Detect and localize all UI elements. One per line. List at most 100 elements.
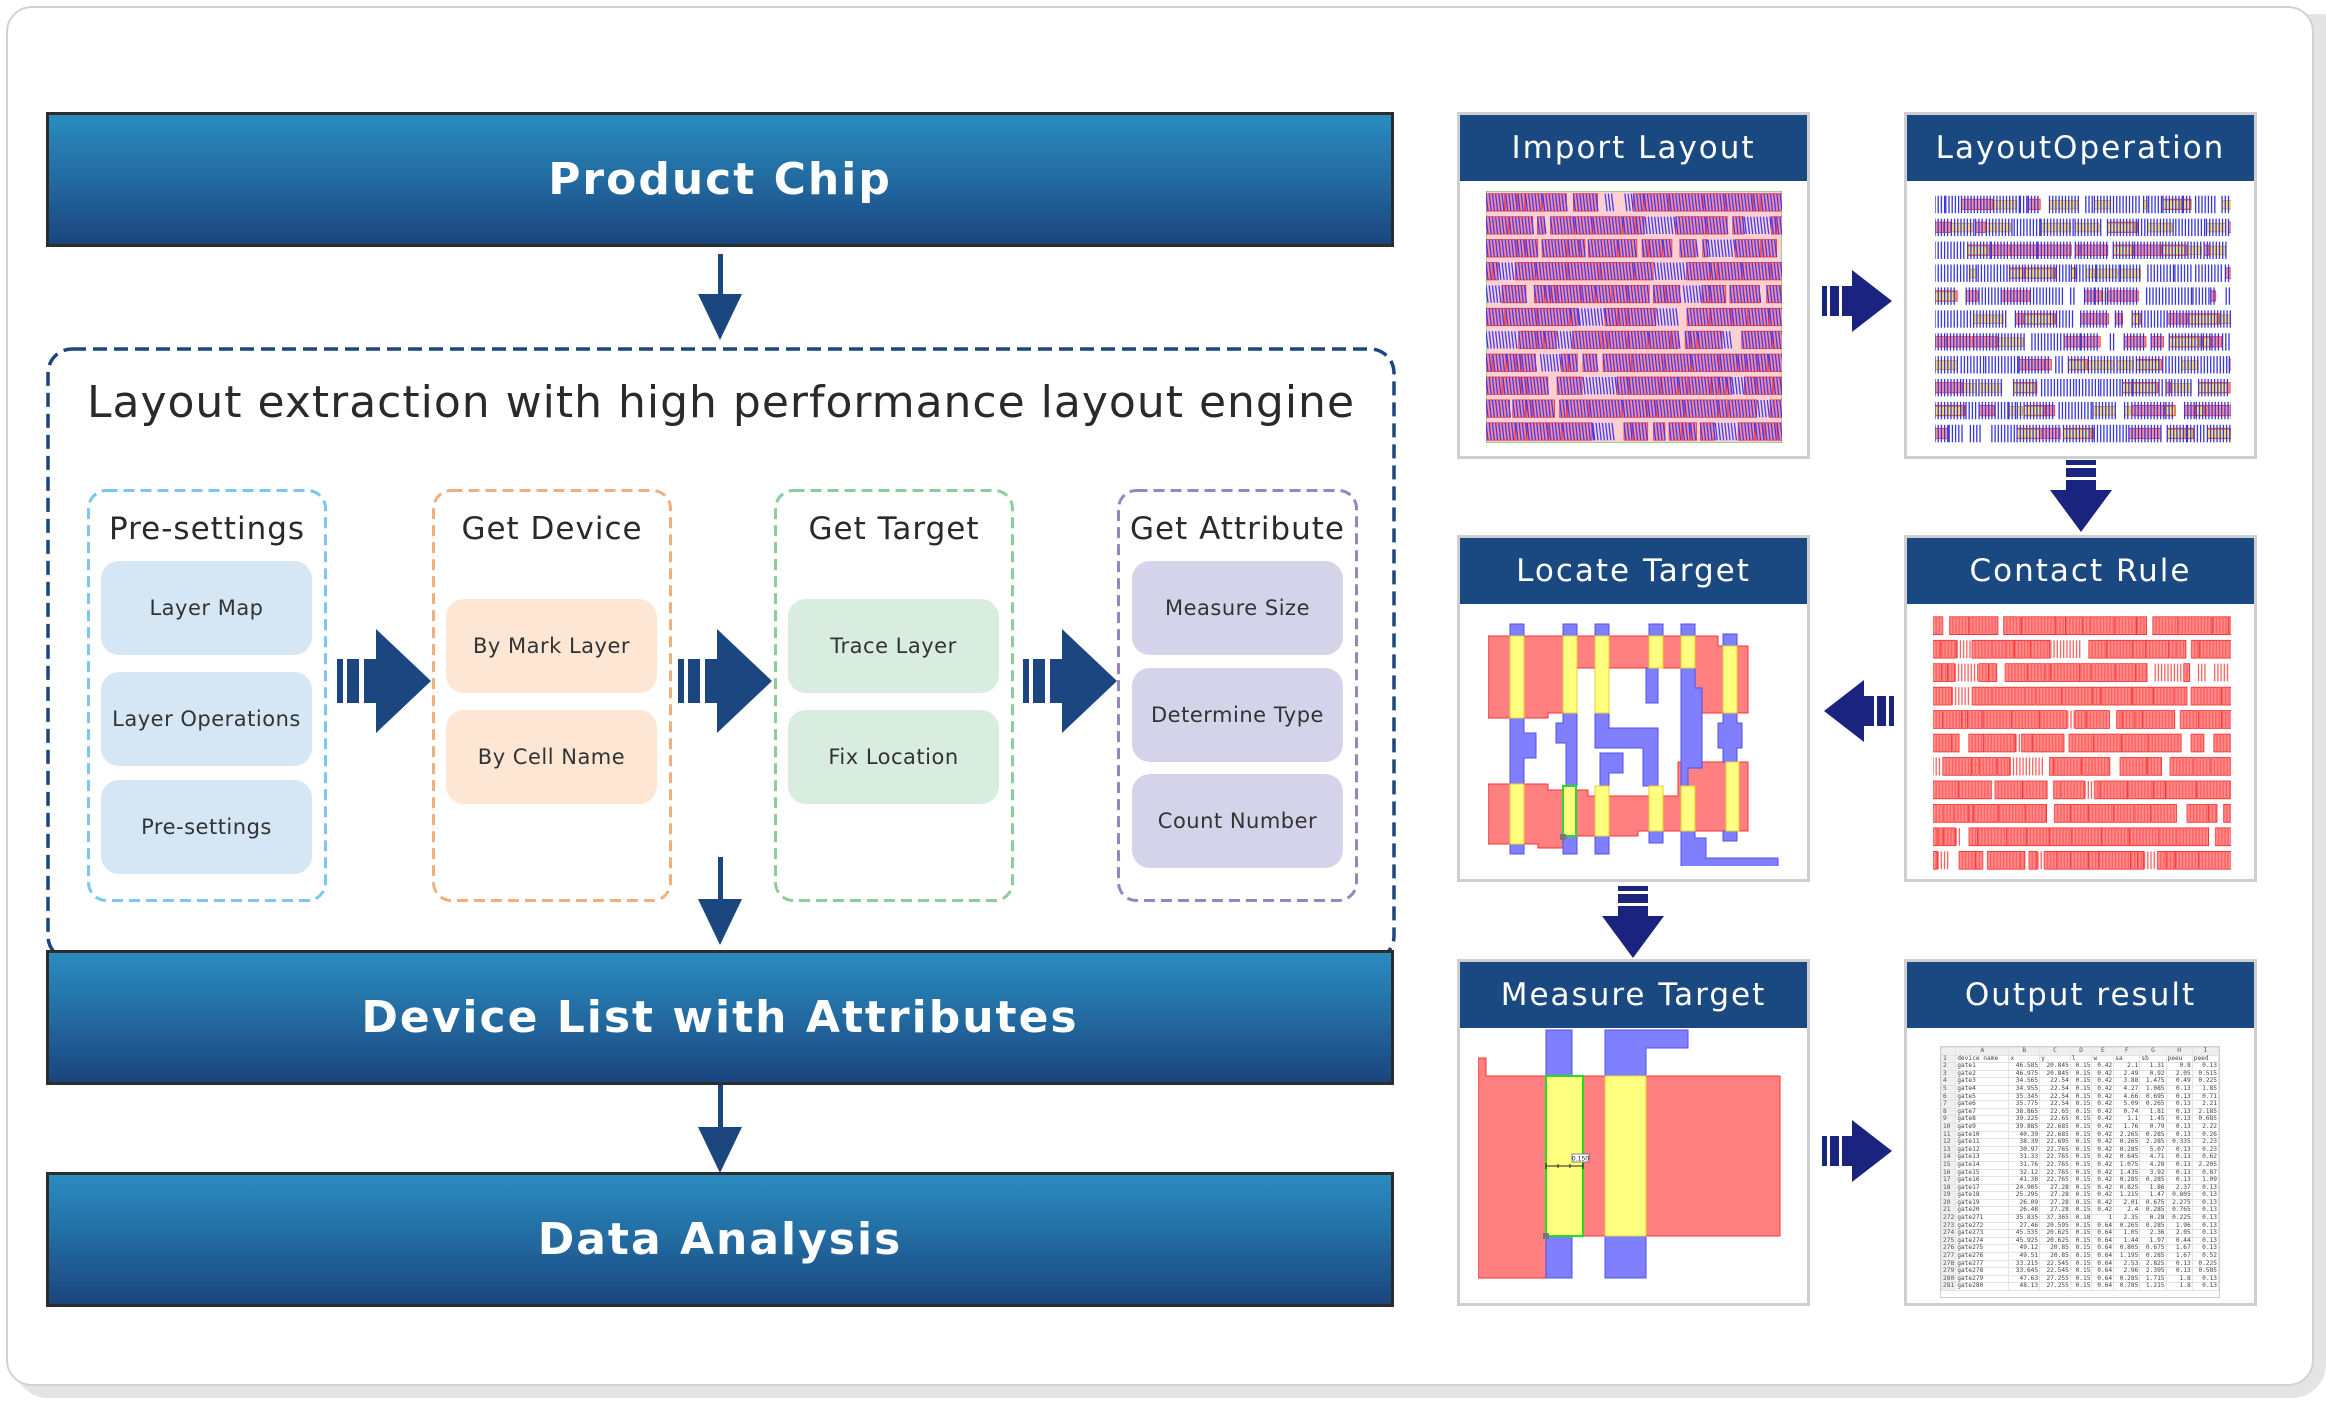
layout-stripe	[1540, 216, 1544, 235]
layout-stripe	[1524, 262, 1528, 280]
layout-stripe	[1675, 308, 1679, 326]
layout-stripe	[1681, 399, 1685, 418]
layout-stripe	[1580, 262, 1584, 280]
layout-stripe	[1584, 422, 1588, 441]
layout-stripe	[1713, 239, 1718, 258]
layout-stripe	[1777, 354, 1782, 372]
sheet-cell: 2.22	[2191, 1122, 2220, 1132]
layout-stripe	[1740, 354, 1744, 372]
layout-stripe	[1550, 331, 1554, 349]
layout-stripe	[1573, 262, 1578, 280]
layout-stripe	[1585, 399, 1590, 418]
layout-shape	[1525, 239, 1539, 258]
layout-shape	[1521, 376, 1527, 395]
sheet-cell: gate4	[1955, 1084, 2010, 1094]
layout-stripe	[1547, 239, 1552, 258]
layout-stripe	[1508, 216, 1512, 235]
step-trace-layer[interactable]: Trace Layer	[788, 599, 999, 693]
layout-stripe	[1662, 285, 1666, 303]
layout-stripe	[1542, 422, 1546, 441]
layout-stripe	[1628, 262, 1632, 280]
layout-stripe	[1728, 308, 1733, 326]
layout-stripe	[1559, 399, 1563, 418]
layout-stripe	[1523, 285, 1528, 303]
layout-stripe	[1741, 216, 1746, 235]
layout-stripe	[1705, 216, 1710, 235]
layout-stripe	[1559, 285, 1563, 303]
layout-stripe	[1651, 239, 1655, 258]
layout-stripe	[1695, 285, 1699, 303]
layout-stripe	[1772, 376, 1777, 395]
step-by-mark-layer[interactable]: By Mark Layer	[446, 599, 657, 693]
layout-stripe	[1697, 376, 1701, 395]
layout-stripe	[1501, 308, 1505, 326]
layout-stripe	[1508, 308, 1512, 326]
layout-shape	[1942, 757, 1972, 776]
layout-stripe	[1753, 399, 1758, 418]
double-arrow-left-icon	[1824, 680, 1894, 742]
layout-stripe	[1581, 422, 1585, 441]
layout-stripe	[1572, 193, 1577, 212]
layout-stripe	[1504, 331, 1508, 349]
step-measure-size[interactable]: Measure Size	[1132, 561, 1343, 655]
layout-stripe	[1588, 331, 1592, 349]
sheet-cell: 27.255	[2039, 1282, 2071, 1291]
layout-stripe	[1677, 376, 1682, 395]
layout-stripe	[1773, 262, 1777, 280]
layout-stripe	[1498, 376, 1502, 395]
layout-stripe	[1614, 308, 1618, 326]
layout-stripe	[1641, 239, 1645, 258]
layout-stripe	[1494, 216, 1499, 235]
layout-stripe	[1741, 239, 1745, 258]
sheet-cell: 0.15	[2069, 1084, 2093, 1094]
layout-stripe	[1773, 193, 1777, 212]
layout-stripe	[1697, 193, 1701, 212]
layout-stripe	[1745, 354, 1749, 372]
layout-stripe	[1734, 193, 1738, 212]
step-by-cell-name[interactable]: By Cell Name	[446, 710, 657, 804]
layout-stripe	[1570, 308, 1574, 326]
layout-stripe	[1690, 354, 1695, 372]
layout-stripe	[1695, 239, 1699, 258]
data-analysis-label: Data Analysis	[537, 1214, 903, 1265]
layout-stripe	[1558, 193, 1562, 212]
layout-stripe	[1671, 193, 1676, 212]
layout-stripe	[1652, 285, 1657, 303]
layout-stripe	[1732, 216, 1736, 235]
step-layer-operations[interactable]: Layer Operations	[101, 672, 312, 766]
step-layer-map[interactable]: Layer Map	[101, 561, 312, 655]
layout-stripe	[1578, 422, 1582, 441]
layout-stripe	[1588, 193, 1593, 212]
step-presettings[interactable]: Pre-settings	[101, 780, 312, 874]
layout-stripe	[1763, 399, 1767, 418]
sheet-cell: 0.42	[2091, 1084, 2115, 1094]
sheet-cell: 1.075	[2113, 1160, 2141, 1170]
layout-stripe	[1595, 285, 1599, 303]
layout-stripe	[1761, 239, 1765, 258]
layout-stripe	[1595, 193, 1599, 212]
layout-stripe	[1691, 376, 1695, 395]
layout-stripe	[1486, 422, 1489, 441]
sheet-cell: gate14	[1955, 1160, 2010, 1170]
layout-stripe	[1650, 216, 1655, 235]
layout-stripe	[1541, 399, 1545, 418]
step-fix-location[interactable]: Fix Location	[788, 710, 999, 804]
layout-stripe	[1738, 216, 1742, 235]
layout-stripe	[1498, 308, 1502, 326]
layout-stripe	[1577, 216, 1581, 235]
layout-shape	[1935, 406, 1963, 416]
layout-stripe	[1585, 354, 1589, 372]
layout-stripe	[1662, 399, 1666, 418]
step-count-number[interactable]: Count Number	[1132, 774, 1343, 868]
layout-stripe	[1650, 376, 1655, 395]
layout-stripe	[1517, 308, 1522, 326]
layout-stripe	[1764, 262, 1768, 280]
data-analysis-box: Data Analysis	[46, 1172, 1394, 1307]
layout-stripe	[1582, 376, 1586, 395]
layout-stripe	[1488, 193, 1492, 212]
step-determine-type[interactable]: Determine Type	[1132, 668, 1343, 762]
